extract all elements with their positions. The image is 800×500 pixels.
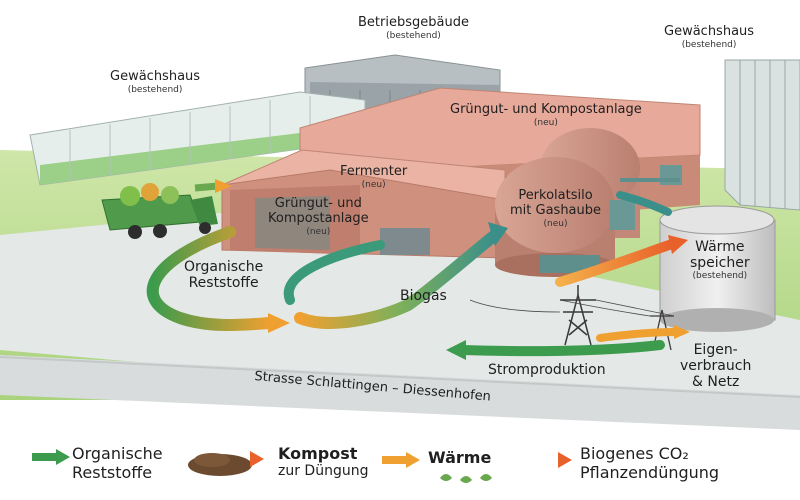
road-edge [0,356,800,398]
label-gewaechshaus-left: Gewächshaus (bestehend) [110,69,201,95]
piping-equipment [540,165,682,273]
arrow-truck-to-hall [194,182,219,192]
label-perkolatsilo: Perkolatsilo mit Gashaube (neu) [510,188,602,229]
label-kompost-front: Grüngut- und Kompostanlage (neu) [268,196,369,237]
arrow-power-head [446,340,466,360]
power-pylon-main [560,285,596,346]
legend-organische-reststoffe: Organische Reststoffe [72,444,163,483]
delivery-truck [101,183,218,239]
label-organische-reststoffe: Organische Reststoffe [184,259,264,292]
label-kompost-back: Grüngut- und Kompostanlage (neu) [450,102,642,128]
label-eigenverbrauch: Eigen- verbrauch & Netz [680,342,752,391]
label-waermespeicher: Wärme speicher (bestehend) [690,239,750,282]
arrow-dome-to-tank [616,191,672,216]
label-fermenter: Fermenter (neu) [340,164,408,190]
arrow-export [596,328,679,342]
arrow-organic-head [268,313,290,333]
arrow-inner-return [283,240,385,305]
leaf-icons [440,474,492,483]
label-biogas: Biogas [400,288,447,304]
road-surface [0,355,800,430]
legend-graphics [32,449,572,483]
legend-waerme: Wärme [428,448,492,467]
arrow-export-head [674,325,690,339]
arrow-organic-cycle [146,226,276,331]
legend-kompost: Kompost zur Düngung [278,444,369,480]
arrow-power [457,340,665,357]
label-betriebsgebaeude: Betriebsgebäude (bestehend) [358,15,469,41]
legend-biogenes-co2: Biogenes CO₂ Pflanzendüngung [580,444,720,483]
label-stromproduktion: Stromproduktion [488,362,606,378]
greenhouse-right [724,59,800,211]
power-pylon-small [650,309,674,351]
arrow-biogas [294,229,501,329]
power-lines [469,299,675,317]
arrow-heat-to-tank [555,239,677,287]
arrow-biogas-head [488,222,508,246]
label-gewaechshaus-right: Gewächshaus (bestehend) [664,24,755,50]
heat-storage-tank [659,205,776,332]
arrow-truck-head [215,179,232,193]
arrow-heat-head [668,235,688,254]
greenhouse-left [29,91,366,186]
